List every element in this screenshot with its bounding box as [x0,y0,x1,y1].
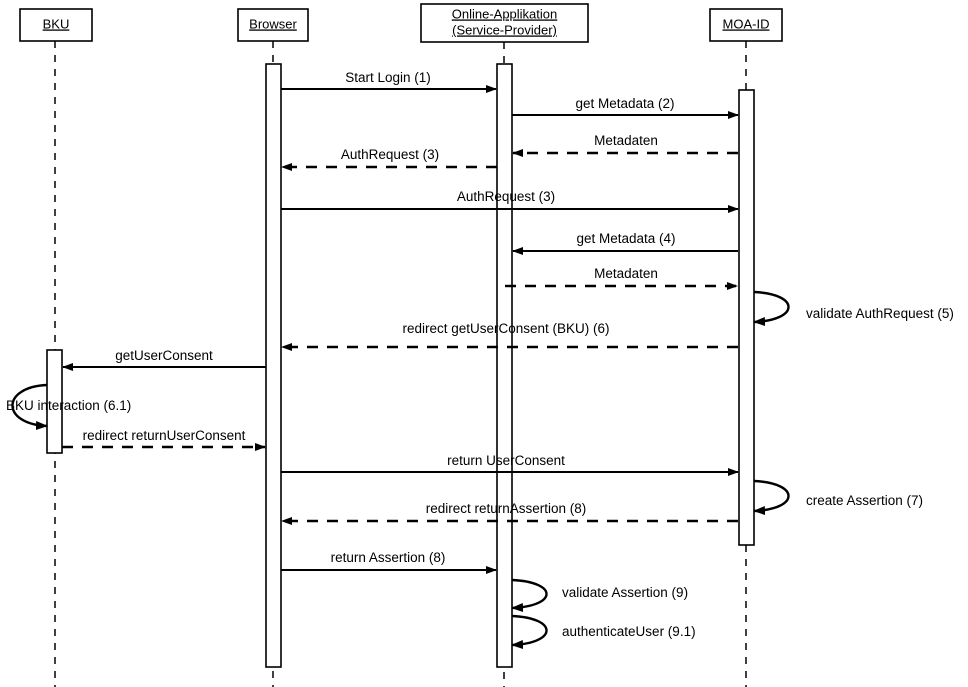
message-2: get Metadata (2) [512,96,739,119]
participant-label-bku: BKU [43,16,70,31]
message-label-6: get Metadata (4) [576,231,675,246]
activations-layer [46,63,755,668]
self-messages-layer: validate AuthRequest (5) BKU interaction … [6,290,954,650]
self-message-label-3: create Assertion (7) [806,493,923,508]
message-13: return Assertion (8) [281,550,497,574]
self-message-arrow-2 [11,383,48,431]
message-6: get Metadata (4) [512,231,738,255]
message-9: getUserConsent [62,348,266,371]
message-label-9: getUserConsent [115,348,213,363]
message-label-7: Metadaten [594,266,658,281]
messages-layer: Start Login (1) get Metadata (2) Metadaten… [62,70,739,574]
message-label-4: AuthRequest (3) [341,147,439,162]
activation-bar-moaid [738,89,755,546]
message-label-11: return UserConsent [447,453,565,468]
message-11: return UserConsent [281,453,739,476]
participant-box-bku[interactable] [19,8,93,42]
self-message-3: create Assertion (7) [753,479,923,516]
participant-label-moaid: MOA-ID [723,16,770,31]
participant-label-browser: Browser [249,16,297,31]
message-8: redirect getUserConsent (BKU) (6) [281,321,738,351]
message-10: redirect returnUserConsent [62,428,266,451]
message-1: Start Login (1) [281,70,497,93]
self-message-label-2: BKU interaction (6.1) [6,398,131,413]
message-label-5: AuthRequest (3) [457,189,555,204]
message-3: Metadaten [512,133,738,157]
activation-bar-browser [265,63,282,668]
message-7: Metadaten [505,266,738,290]
self-message-label-4: validate Assertion (9) [562,585,688,600]
self-message-2: BKU interaction (6.1) [6,383,131,431]
self-message-arrow-1 [753,290,790,327]
message-label-10: redirect returnUserConsent [83,428,246,443]
participant-box-browser[interactable] [237,8,309,42]
participant-box-sp[interactable] [420,3,589,43]
lifeline-bku: BKU [19,8,93,687]
message-4: AuthRequest (3) [281,147,497,171]
message-label-13: return Assertion (8) [331,550,446,565]
message-12: redirect returnAssertion (8) [281,501,738,525]
message-label-1: Start Login (1) [345,70,431,85]
activation-bar-sp [496,63,513,668]
participant-box-moaid[interactable] [709,8,783,42]
self-message-4: validate Assertion (9) [511,578,688,613]
self-message-arrow-5 [511,614,548,650]
self-message-label-1: validate AuthRequest (5) [806,306,954,321]
self-message-arrow-3 [753,479,790,516]
message-label-2: get Metadata (2) [575,96,674,111]
self-message-arrow-4 [511,578,548,613]
activation-bar-bku [46,349,63,454]
self-message-label-5: authenticateUser (9.1) [562,624,696,639]
message-label-8: redirect getUserConsent (BKU) (6) [402,321,609,336]
participant-label-sp: Online-Applikation [452,6,558,21]
self-message-5: authenticateUser (9.1) [511,614,696,650]
self-message-1: validate AuthRequest (5) [753,290,954,327]
message-label-3: Metadaten [594,133,658,148]
message-5: AuthRequest (3) [281,189,739,213]
participant-label-sp: (Service-Provider) [452,22,557,37]
message-label-12: redirect returnAssertion (8) [426,501,587,516]
